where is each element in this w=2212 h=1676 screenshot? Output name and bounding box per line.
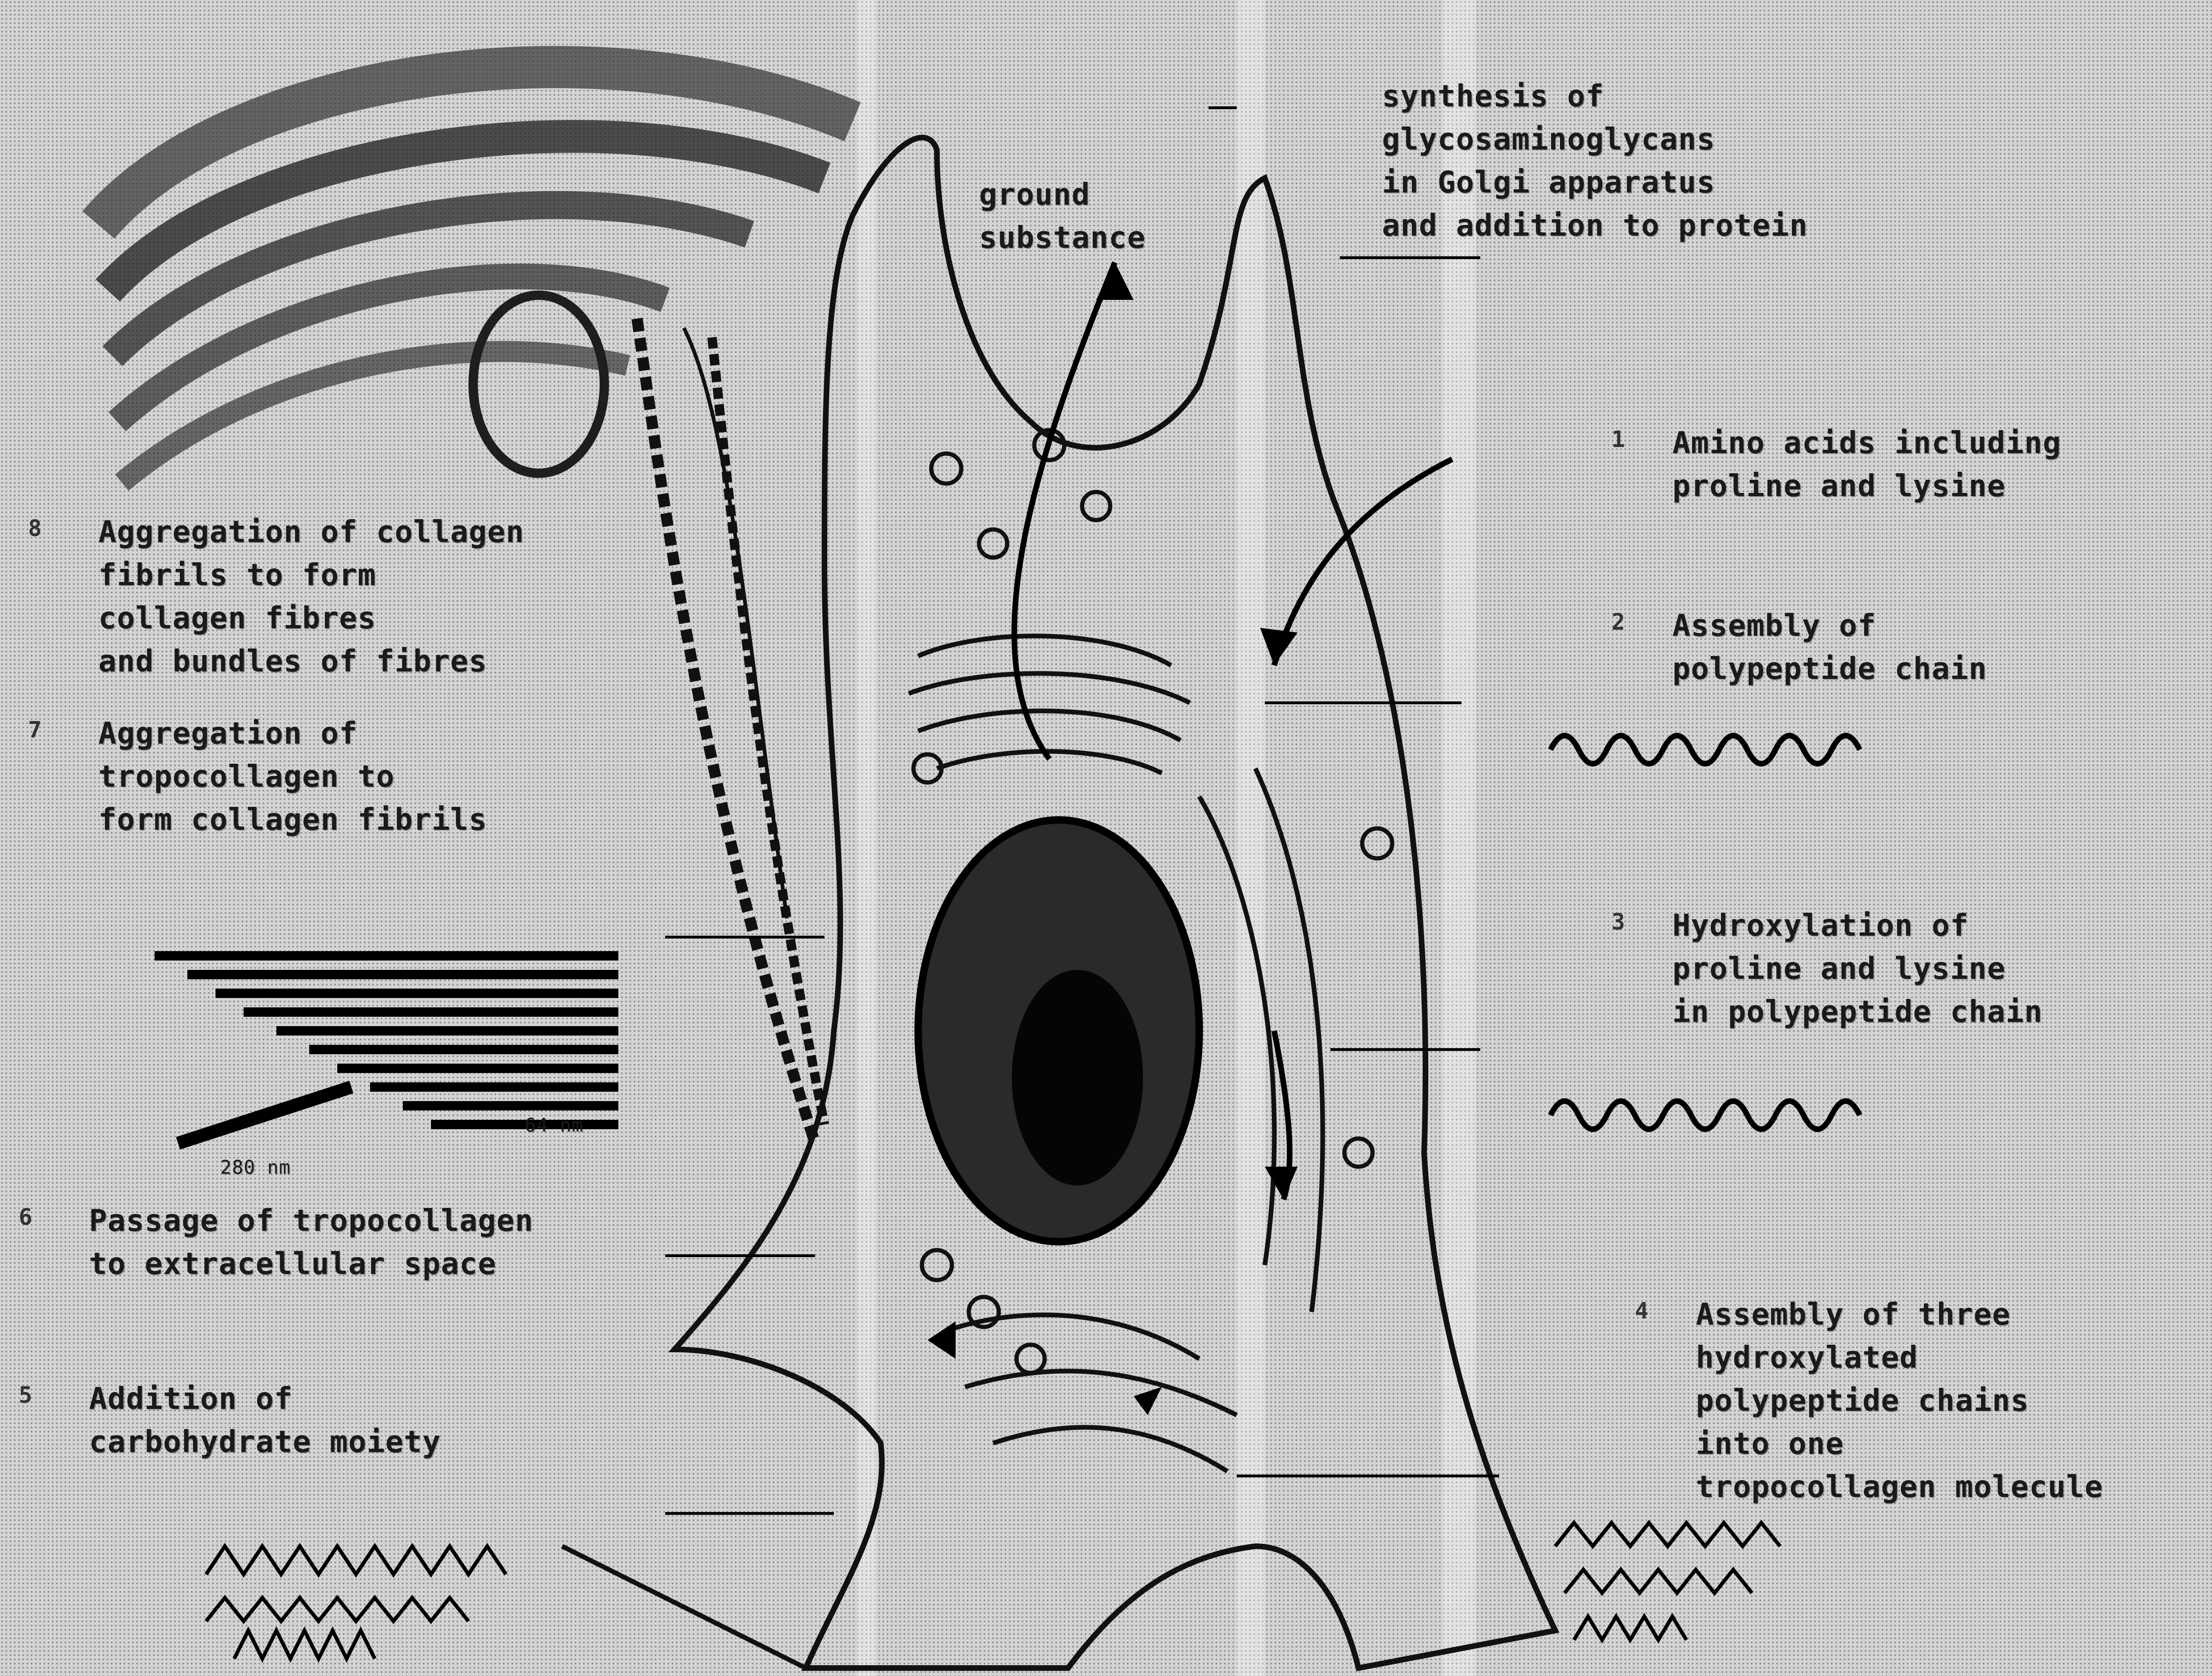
label-line: Aggregation of: [98, 712, 487, 755]
label-line: substance: [979, 216, 1146, 260]
label-synthesis-glycosaminoglycans: synthesis of glycosaminoglycans in Golgi…: [1382, 75, 1808, 247]
label-line: glycosaminoglycans: [1382, 118, 1808, 161]
label-line: carbohydrate moiety: [89, 1421, 441, 1464]
label-line: collagen fibres: [98, 597, 524, 640]
label-line: Assembly of: [1672, 604, 1987, 648]
label-line: polypeptide chain: [1672, 648, 1987, 691]
scale-label-280nm: 280 nm: [220, 1157, 291, 1178]
label-line: hydroxylated: [1696, 1336, 2103, 1379]
label-line: Aggregation of collagen: [98, 511, 524, 554]
collagen-fibre-bundle: [98, 67, 853, 483]
step-number-8: 8: [28, 515, 42, 542]
fibril-stagger-diagram: [155, 956, 618, 1125]
label-step-8: Aggregation of collagen fibrils to form …: [98, 511, 524, 683]
scale-label-64nm: 64 nm: [525, 1115, 583, 1136]
label-step-1: Amino acids including proline and lysine: [1672, 422, 2061, 508]
label-step-6: Passage of tropocollagen to extracellula…: [89, 1199, 534, 1286]
label-line: tropocollagen to: [98, 755, 487, 798]
step-number-5: 5: [19, 1382, 32, 1408]
golgi-apparatus: [909, 636, 1190, 773]
label-line: proline and lysine: [1672, 947, 2043, 991]
label-line: polypeptide chains: [1696, 1379, 2103, 1423]
label-line: Passage of tropocollagen: [89, 1199, 534, 1243]
label-line: Amino acids including: [1672, 422, 2061, 465]
label-step-2: Assembly of polypeptide chain: [1672, 604, 1987, 691]
label-line: form collagen fibrils: [98, 798, 487, 842]
label-line: fibrils to form: [98, 554, 524, 597]
label-line: in Golgi apparatus: [1382, 161, 1808, 204]
label-line: tropocollagen molecule: [1696, 1466, 2103, 1509]
label-line: synthesis of: [1382, 75, 1808, 118]
label-line: ground: [979, 173, 1146, 216]
step-number-1: 1: [1611, 426, 1625, 453]
nucleolus: [1012, 970, 1143, 1185]
label-ground-substance: ground substance: [979, 173, 1146, 260]
step-number-3: 3: [1611, 909, 1625, 935]
step-number-6: 6: [19, 1204, 32, 1230]
label-line: Addition of: [89, 1378, 441, 1421]
polypeptide-chain: [1551, 736, 1860, 764]
step-number-2: 2: [1611, 609, 1625, 635]
label-line: and addition to protein: [1382, 204, 1808, 247]
label-line: and bundles of fibres: [98, 640, 524, 683]
label-step-4: Assembly of three hydroxylated polypepti…: [1696, 1293, 2103, 1509]
step-number-4: 4: [1635, 1298, 1648, 1324]
hydroxylated-chain: [1551, 1101, 1860, 1129]
tropocollagen-triple-helix: [1555, 1523, 1780, 1640]
collagen-fibrils: [637, 319, 824, 1143]
label-line: proline and lysine: [1672, 465, 2061, 508]
label-line: into one: [1696, 1423, 2103, 1466]
tropocollagen-molecule: [178, 1087, 351, 1143]
label-line: in polypeptide chain: [1672, 991, 2043, 1034]
carbohydrate-moiety: [206, 1546, 506, 1659]
label-line: to extracellular space: [89, 1243, 534, 1286]
label-step-7: Aggregation of tropocollagen to form col…: [98, 712, 487, 842]
label-line: Assembly of three: [1696, 1293, 2103, 1336]
step-number-7: 7: [28, 717, 42, 743]
leader-lines: [665, 108, 1499, 1513]
label-line: Hydroxylation of: [1672, 904, 2043, 947]
label-step-3: Hydroxylation of proline and lysine in p…: [1672, 904, 2043, 1034]
label-step-5: Addition of carbohydrate moiety: [89, 1378, 441, 1464]
